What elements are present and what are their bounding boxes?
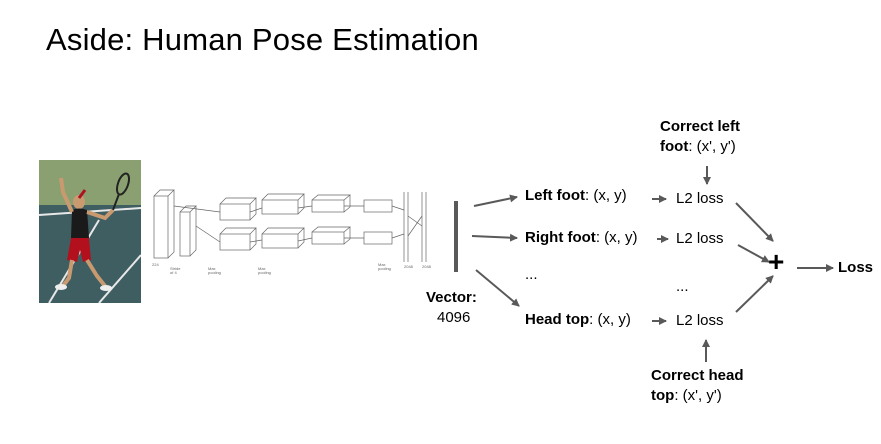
output-right-foot: Right foot: (x, y) (525, 229, 637, 246)
l2-loss-head-top: L2 loss (676, 312, 724, 329)
arrow-loss1-to-plus (735, 202, 774, 242)
arrow-vector-to-head-top (475, 269, 520, 307)
ellipsis-outputs: ... (525, 266, 538, 283)
svg-text:2048: 2048 (404, 264, 414, 269)
correct-left-foot-line1: Correct left (660, 118, 741, 135)
convnet-architecture-diagram: 224 Stride of 4 Max pooling Max pooling … (152, 189, 432, 275)
tennis-player-photo (39, 160, 141, 303)
l2-loss-right-foot: L2 loss (676, 230, 724, 247)
vector-size: 4096 (437, 309, 471, 326)
sum-plus-symbol: + (768, 246, 785, 277)
output-head-top: Head top: (x, y) (525, 311, 631, 328)
vector-label: Vector: (426, 289, 477, 306)
output-right-foot-name: Right foot (525, 229, 596, 246)
output-left-foot-coords: : (x, y) (584, 187, 627, 204)
svg-text:pooling: pooling (258, 270, 271, 275)
svg-text:pooling: pooling (378, 266, 391, 271)
output-right-foot-coords: : (x, y) (595, 229, 638, 246)
svg-text:Max: Max (208, 266, 216, 271)
svg-text:of 4: of 4 (170, 270, 177, 275)
total-loss-label: Loss (838, 259, 874, 276)
arrow-loss3-to-plus (735, 275, 774, 313)
svg-text:Max: Max (258, 266, 266, 271)
svg-text:224: 224 (152, 262, 159, 267)
arrow-loss2-to-plus (737, 244, 770, 263)
svg-text:Stride: Stride (170, 266, 181, 271)
output-head-top-name: Head top (525, 311, 590, 328)
svg-text:Max: Max (378, 262, 386, 267)
correct-head-top-coords: : (x', y') (674, 387, 722, 404)
arrow-vector-to-left-foot (473, 194, 518, 207)
correct-head-top-bold: top (651, 387, 675, 404)
correct-left-foot-bold: foot (660, 138, 689, 155)
arrow-vector-to-right-foot (471, 233, 518, 242)
correct-head-top-line1: Correct head (651, 367, 744, 384)
slide-title: Aside: Human Pose Estimation (46, 22, 479, 57)
svg-text:pooling: pooling (208, 270, 221, 275)
correct-left-foot-coords: : (x', y') (688, 138, 736, 155)
output-head-top-coords: : (x, y) (589, 311, 631, 328)
ellipsis-losses: ... (676, 278, 689, 295)
correct-head-top-line2: top: (x', y') (651, 387, 722, 404)
output-left-foot-name: Left foot (525, 187, 585, 204)
svg-text:2048: 2048 (422, 264, 432, 269)
feature-vector-bar (454, 201, 458, 272)
l2-loss-left-foot: L2 loss (676, 190, 724, 207)
correct-left-foot-line2: foot: (x', y') (660, 138, 736, 155)
output-left-foot: Left foot: (x, y) (525, 187, 627, 204)
